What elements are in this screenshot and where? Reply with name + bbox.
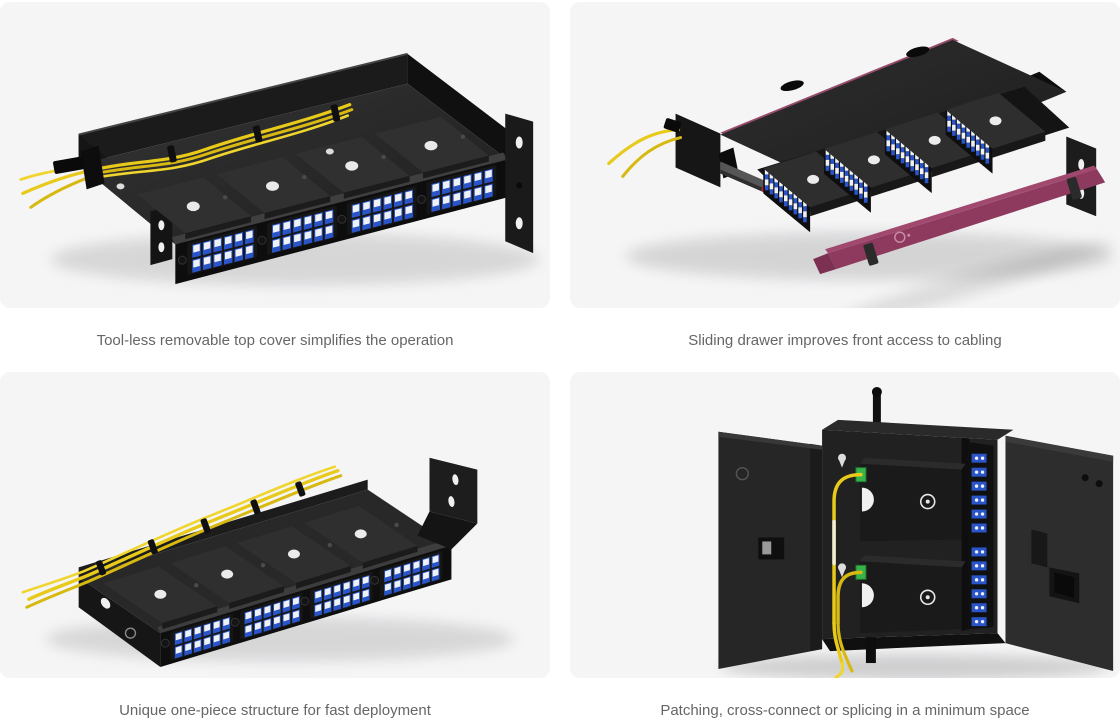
- lc-adapter-panels: [160, 550, 443, 661]
- fiber-cables: [21, 465, 343, 609]
- product-image-rack-enclosure-open: [19, 52, 540, 286]
- product-image-sliding-drawer: [607, 37, 1115, 308]
- product-image-card: [0, 372, 550, 678]
- cable-clips: [167, 104, 341, 163]
- magenta-front-panel: [813, 165, 1106, 275]
- feature-card-top-cover: Tool-less removable top cover simplifies…: [0, 2, 550, 372]
- feature-caption: Sliding drawer improves front access to …: [688, 332, 1002, 349]
- feature-caption: Tool-less removable top cover simplifies…: [96, 332, 454, 349]
- lc-adapter-strip: [967, 441, 994, 630]
- product-image-one-piece-panel: [21, 457, 515, 668]
- fiber-cables: [832, 472, 863, 678]
- drop-shadow: [720, 654, 1110, 678]
- feature-card-sliding-drawer: Sliding drawer improves front access to …: [570, 2, 1120, 372]
- panel-shadow: [825, 241, 1114, 308]
- left-door: [718, 431, 823, 670]
- feature-card-wall-box: Patching, cross-connect or splicing in a…: [570, 372, 1120, 723]
- drop-shadow: [50, 233, 540, 286]
- drawer-cassettes: [757, 86, 1070, 233]
- product-image-card: [570, 372, 1120, 678]
- product-image-card: [0, 2, 550, 308]
- cassettes: [116, 116, 489, 240]
- right-door: [1005, 435, 1114, 672]
- feature-card-one-piece: Unique one-piece structure for fast depl…: [0, 372, 550, 723]
- splice-cassettes: [855, 457, 966, 634]
- cable-clips: [95, 481, 306, 576]
- lc-adapter-panels: [177, 164, 497, 276]
- cable-entry-bracket: [53, 145, 105, 190]
- product-image-card: [570, 2, 1120, 308]
- fiber-cables: [607, 118, 683, 178]
- feature-caption: Unique one-piece structure for fast depl…: [119, 702, 431, 719]
- feature-caption: Patching, cross-connect or splicing in a…: [660, 702, 1030, 719]
- product-image-wall-mount-box: [718, 386, 1114, 678]
